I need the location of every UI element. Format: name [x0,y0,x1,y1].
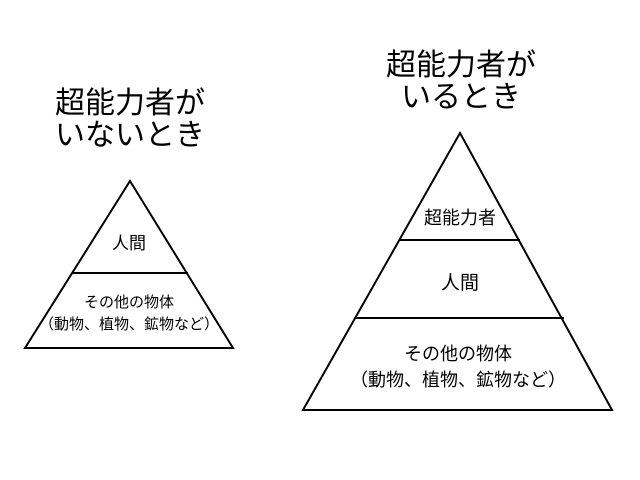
right-heading-line-1: 超能力者が [386,48,536,83]
right-heading: 超能力者が いるとき [366,50,556,114]
right-tier-human-label: 人間 [441,272,479,294]
left-heading: 超能力者が いないとき [40,88,220,152]
left-pyramid: 人間 その他の物体 （動物、植物、鉱物など） [23,179,235,349]
right-pyramid: 超能力者 人間 その他の物体 （動物、植物、鉱物など） [301,130,614,411]
left-pyramid-outline [23,179,235,349]
right-tier-other-label-line-1: その他の物体 [404,344,512,365]
left-tier-other-label-line-1: その他の物体 [84,293,174,311]
left-heading-line-1: 超能力者が [55,86,205,121]
right-heading-line-2: いるとき [401,80,521,115]
right-tier-psychic-label: 超能力者 [424,208,496,229]
right-tier-other-label-line-2: （動物、植物、鉱物など） [350,370,566,391]
left-tier-other-label-line-2: （動物、植物、鉱物など） [39,315,219,333]
left-tier-human-label: 人間 [112,234,146,254]
left-heading-line-2: いないとき [55,118,205,153]
right-pyramid-outline [301,130,614,411]
